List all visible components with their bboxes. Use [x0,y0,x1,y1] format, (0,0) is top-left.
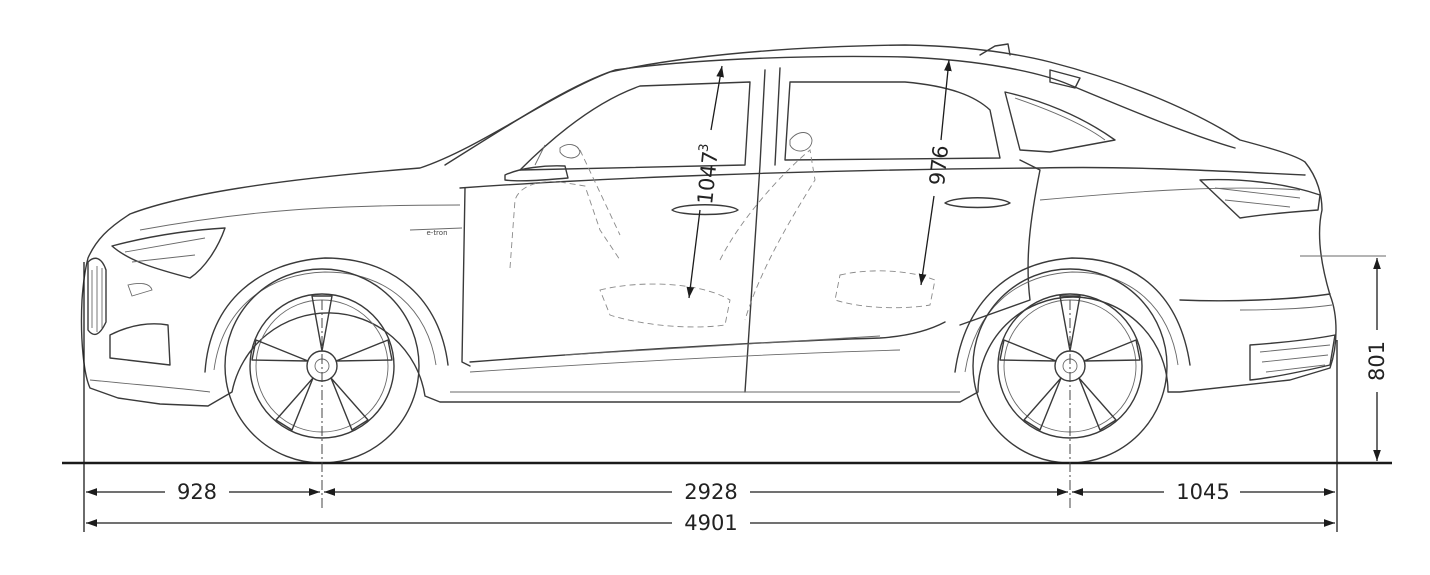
body-outline [80,44,1337,407]
rear-height-dimension: 801 [1300,255,1389,461]
front-headroom-note: 3 [697,143,713,153]
front-overhang-label: 928 [177,480,217,504]
front-headroom-dimension: 1047 3 [686,65,724,299]
quarter-window [1004,91,1116,153]
headlight [111,227,226,279]
front-seat-cushion [599,283,731,328]
side-sill [469,321,946,363]
tail-light [1199,178,1321,219]
wheelbase-label: 2928 [684,480,737,504]
rear-headrest [789,132,813,152]
rear-rim [997,293,1143,439]
rear-wheel-arch [954,257,1191,373]
interior-seats [509,132,936,328]
front-seat-back [509,181,621,269]
rear-height-label: 801 [1365,341,1389,381]
front-headroom-label: 1047 [693,150,722,206]
rear-overhang-label: 1045 [1176,480,1229,504]
rear-seat-back [719,149,816,321]
front-overhang-dimension: 928 [86,480,320,504]
door-gap-b-pillar [744,69,766,393]
wheelbase-dimension: 2928 [324,480,1068,504]
front-air-intake [109,323,171,366]
rear-diffuser [1249,334,1336,381]
rear-door-rear-edge [959,159,1041,326]
rear-seat-cushion [834,270,936,309]
rear-headroom-dimension: 976 [918,59,953,286]
grille [87,257,107,336]
overall-length-dimension: 4901 [86,511,1335,535]
car-body: e-tron [80,43,1337,407]
front-door-handle [671,204,739,216]
rear-headroom-label: 976 [925,144,953,186]
rear-door-handle [944,197,1011,209]
overall-length-label: 4901 [684,511,737,535]
front-rim [249,293,395,439]
front-spokes [251,295,393,431]
rear-overhang-dimension: 1045 [1072,480,1335,504]
rear-window [784,81,1001,161]
roof-line [444,55,1236,166]
front-headrest [559,144,581,159]
belt-line [459,166,1306,189]
rear-spoiler [1049,69,1081,89]
roof-antenna [979,43,1011,56]
side-mirror [504,165,569,182]
front-window [519,81,751,171]
front-wheel-arch [204,257,449,373]
e-tron-badge: e-tron [426,229,447,237]
rear-spokes [999,295,1141,431]
front-door-front-edge [461,187,471,367]
